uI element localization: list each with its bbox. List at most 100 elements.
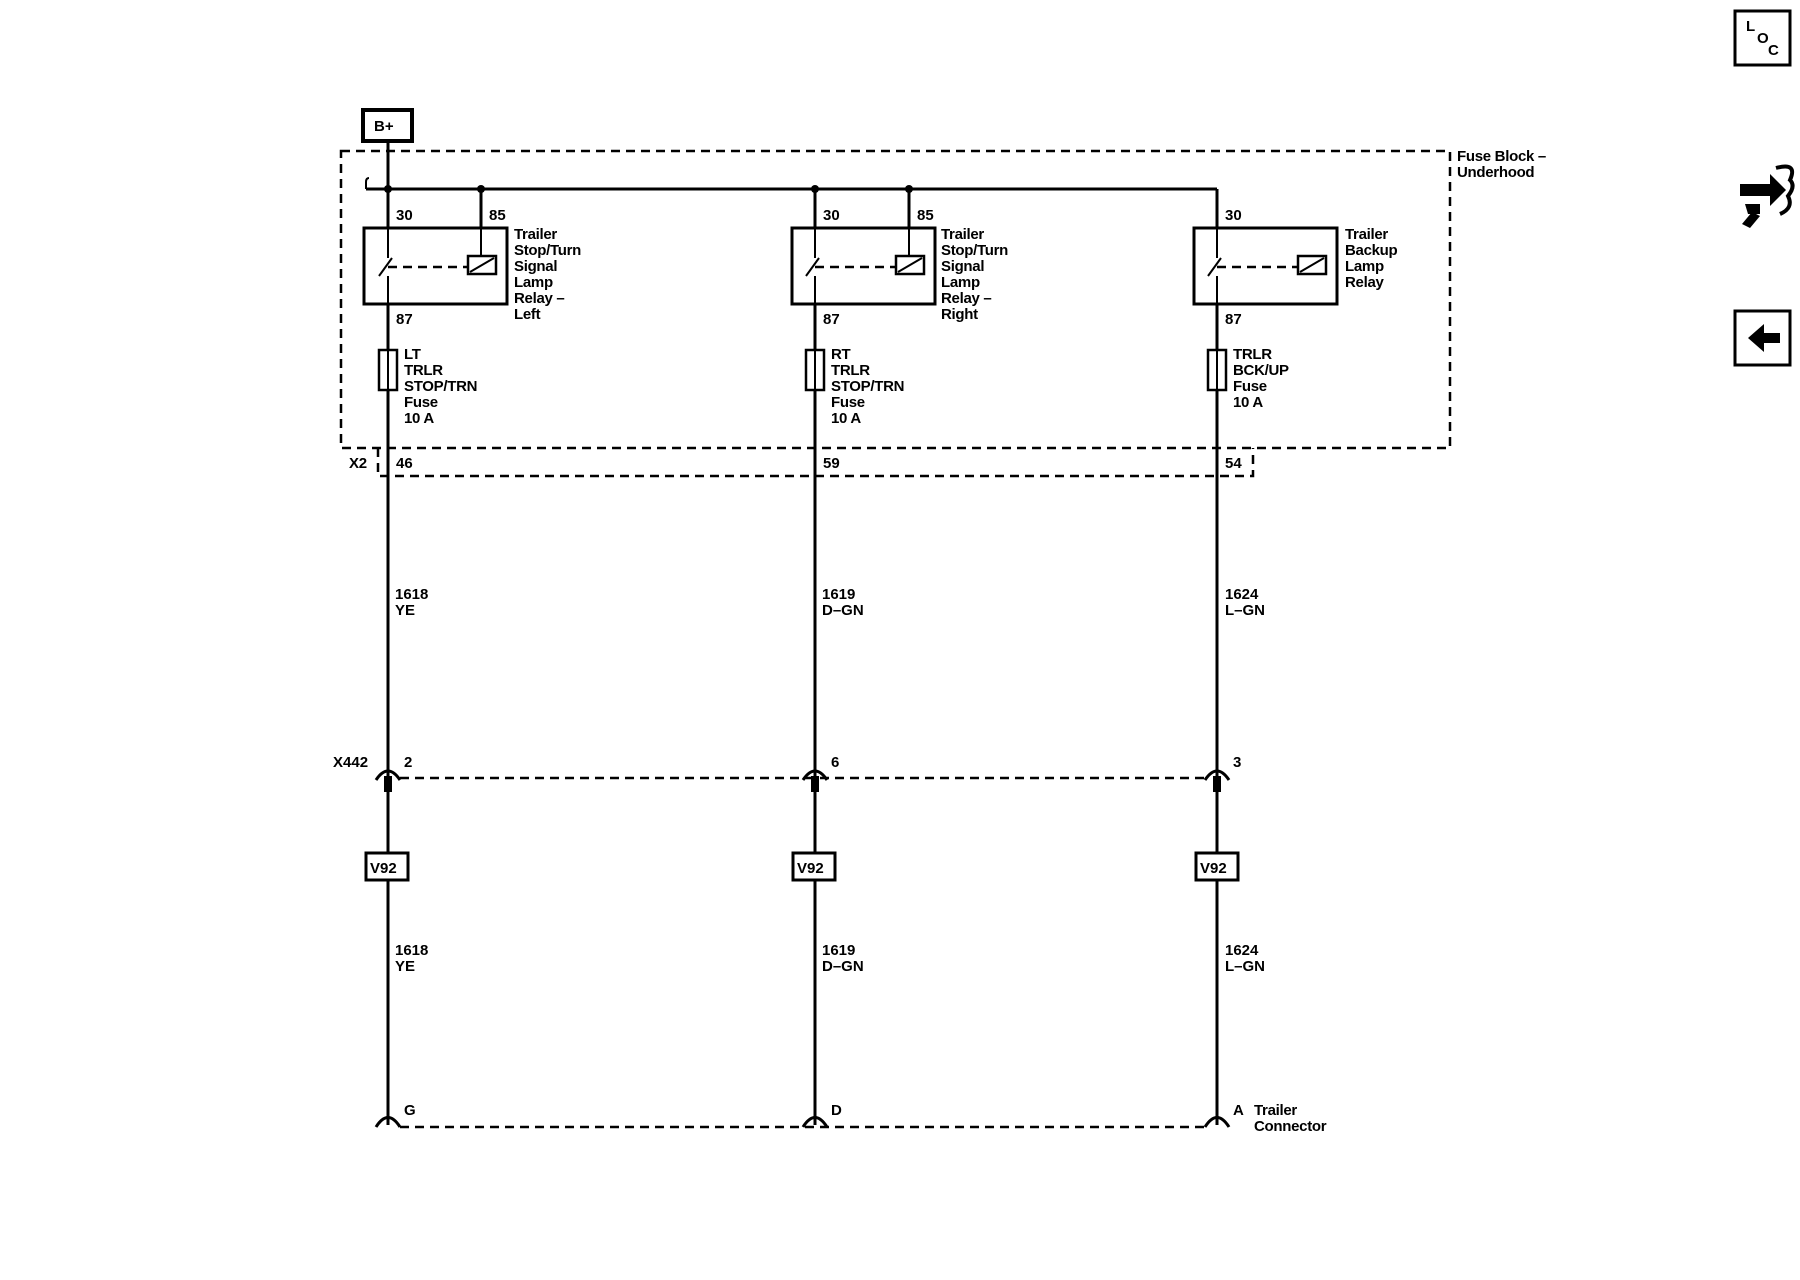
fuse-label: STOP/TRN <box>404 378 477 395</box>
x442-pin: 6 <box>831 754 839 771</box>
relay-coil-diag <box>1299 257 1325 273</box>
relay-pin-30: 30 <box>1225 207 1242 224</box>
fuse-label: LT <box>404 346 421 363</box>
trailer-pin: D <box>831 1102 842 1119</box>
wire-color: YE <box>395 958 415 975</box>
loc-letter-l: L <box>1746 18 1755 35</box>
trailer-terminal <box>1203 1116 1231 1128</box>
x442-terminal <box>1203 769 1231 781</box>
fuse-block-name-2: Underhood <box>1457 164 1534 181</box>
relay-pin-87: 87 <box>823 311 840 328</box>
trailer-terminal <box>801 1116 829 1128</box>
fuse-block-name-1: Fuse Block – <box>1457 148 1546 165</box>
x442-pin: 3 <box>1233 754 1241 771</box>
back-arrow-icon <box>1748 324 1780 352</box>
x442-connector-label: X442 <box>333 754 368 771</box>
wire-circuit-number: 1618 <box>395 942 428 959</box>
trailer-terminal <box>374 1116 402 1128</box>
fuse-label: Fuse <box>1233 378 1267 395</box>
bus-end-hook <box>365 177 370 189</box>
circuit-backup: 30 87 Trailer Backup Lamp Relay TRLR BCK… <box>1192 189 1398 1128</box>
x442-pin: 2 <box>404 754 412 771</box>
circuit-left: 30 85 87 Trailer Stop/Turn Signal Lamp R… <box>362 189 581 1128</box>
fuse-label: BCK/UP <box>1233 362 1289 379</box>
fuse-label: TRLR <box>1233 346 1272 363</box>
connector-end-view-button[interactable] <box>1740 164 1795 229</box>
x2-connector-label: X2 <box>349 455 367 472</box>
wire-color: YE <box>395 602 415 619</box>
relay-pin-30: 30 <box>396 207 413 224</box>
loc-letter-o: O <box>1757 30 1769 47</box>
relay-name: Signal <box>941 258 984 275</box>
relay-box <box>1192 226 1339 306</box>
x2-pin: 46 <box>396 455 413 472</box>
trailer-pin: A <box>1233 1102 1244 1119</box>
relay-name: Lamp <box>514 274 553 291</box>
relay-name: Lamp <box>941 274 980 291</box>
relay-name: Lamp <box>1345 258 1384 275</box>
relay-name: Trailer <box>941 226 984 243</box>
relay-box <box>790 226 937 306</box>
wire-color: L–GN <box>1225 958 1265 975</box>
relay-switch-blade <box>805 257 820 277</box>
loc-button[interactable]: L O C <box>1733 9 1792 67</box>
x442-pin-body <box>811 776 819 792</box>
back-button[interactable] <box>1733 309 1792 367</box>
fuse-label: STOP/TRN <box>831 378 904 395</box>
relay-name: Trailer <box>1345 226 1388 243</box>
x442-pin-body <box>1213 776 1221 792</box>
wire-color: D–GN <box>822 958 864 975</box>
fuse-label: 10 A <box>404 410 434 427</box>
splice-box <box>791 851 837 882</box>
relay-coil-diag <box>469 257 495 273</box>
splice-box <box>1194 851 1240 882</box>
wire-circuit-number: 1619 <box>822 942 855 959</box>
relay-pin-30: 30 <box>823 207 840 224</box>
relay-name: Right <box>941 306 978 323</box>
loc-letter-c: C <box>1768 42 1779 59</box>
x442-pin-body <box>384 776 392 792</box>
x442-terminal <box>374 769 402 781</box>
fuse-block-outline <box>339 149 1452 450</box>
wire-circuit-number: 1624 <box>1225 942 1259 959</box>
relay-name: Backup <box>1345 242 1398 259</box>
splice-label: V92 <box>370 860 397 877</box>
relay-switch-blade <box>1207 257 1222 277</box>
trailer-connector-name-2: Connector <box>1254 1118 1327 1135</box>
fuse-label: RT <box>831 346 851 363</box>
relay-name: Left <box>514 306 541 323</box>
connector-end-view-icon <box>1740 164 1795 228</box>
relay-name: Signal <box>514 258 557 275</box>
relay-name: Trailer <box>514 226 557 243</box>
trailer-pin: G <box>404 1102 416 1119</box>
fuse-label: 10 A <box>1233 394 1263 411</box>
circuit-right: 30 85 87 Trailer Stop/Turn Signal Lamp R… <box>790 189 1008 1128</box>
power-source-label: B+ <box>374 118 394 135</box>
x2-pin: 54 <box>1225 455 1242 472</box>
fuse-label: TRLR <box>831 362 870 379</box>
splice-label: V92 <box>1200 860 1227 877</box>
relay-pin-85: 85 <box>917 207 934 224</box>
wire-circuit-number: 1618 <box>395 586 428 603</box>
fuse-label: TRLR <box>404 362 443 379</box>
wire-circuit-number: 1624 <box>1225 586 1259 603</box>
fuse-label: Fuse <box>831 394 865 411</box>
relay-name: Relay – <box>514 290 564 307</box>
fuse-label: Fuse <box>404 394 438 411</box>
relay-box <box>362 226 509 306</box>
relay-pin-87: 87 <box>1225 311 1242 328</box>
wire-color: L–GN <box>1225 602 1265 619</box>
splice-label: V92 <box>797 860 824 877</box>
trailer-connector-name-1: Trailer <box>1254 1102 1297 1119</box>
relay-coil-diag <box>897 257 923 273</box>
x2-pin: 59 <box>823 455 840 472</box>
relay-name: Stop/Turn <box>514 242 581 259</box>
splice-box <box>364 851 410 882</box>
relay-name: Relay – <box>941 290 991 307</box>
relay-name: Relay <box>1345 274 1384 291</box>
relay-switch-blade <box>378 257 393 277</box>
fuse-label: 10 A <box>831 410 861 427</box>
loc-icon <box>1733 9 1792 67</box>
relay-name: Stop/Turn <box>941 242 1008 259</box>
